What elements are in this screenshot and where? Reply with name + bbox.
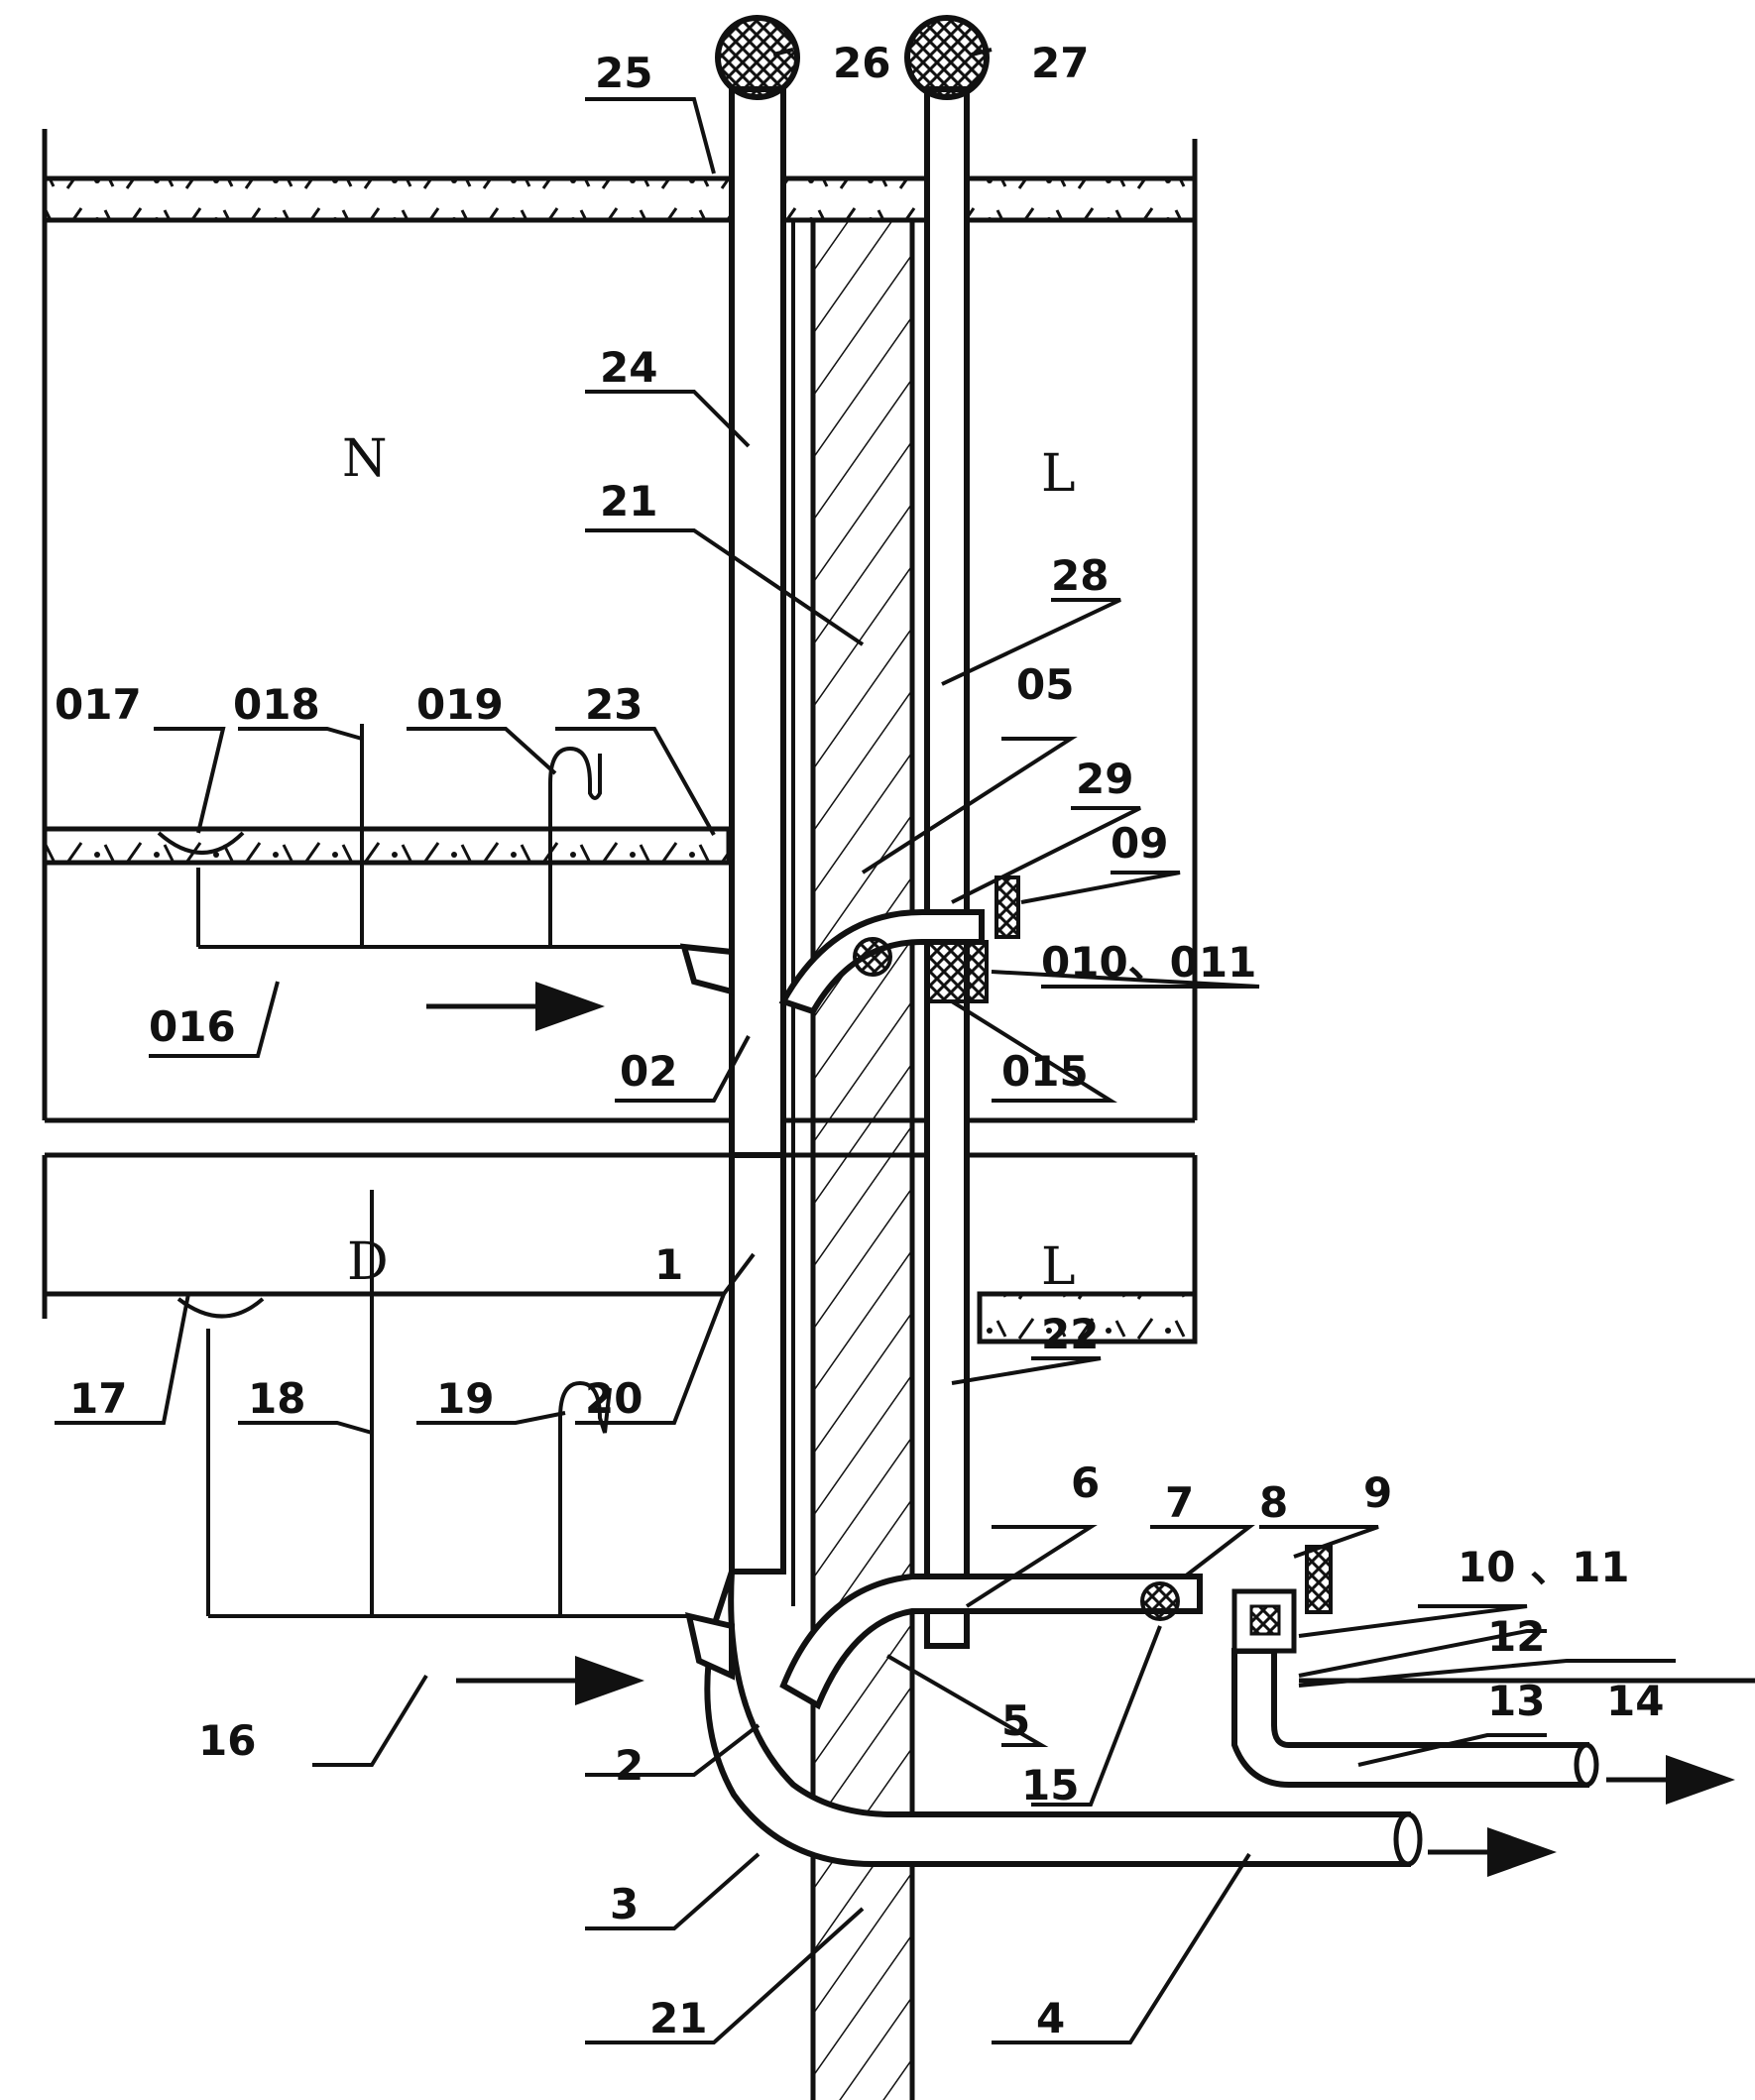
label-16: 16 [198,1716,256,1765]
vent-cap-26 [715,15,800,100]
label-29: 29 [1076,755,1133,803]
lower-fitting-2 [685,1611,735,1681]
label-19: 19 [436,1374,494,1423]
outlet-pipe-4-end [1393,1811,1423,1867]
upper-branch-bend [778,909,985,1015]
label-13: 13 [1487,1677,1545,1725]
roof-slab [42,175,1198,223]
label-018: 018 [233,680,320,729]
label-27: 27 [1031,39,1089,87]
label-17: 17 [69,1374,127,1423]
label-7: 7 [1165,1478,1194,1527]
label-25: 25 [595,49,652,97]
label-9: 9 [1363,1468,1392,1517]
outlet-pipe-13-end [1574,1742,1599,1788]
vent-cap-27 [904,15,990,100]
label-15: 15 [1021,1761,1079,1809]
label-5: 5 [1001,1696,1030,1745]
main-drain-stack [729,86,786,1183]
label-4: 4 [1036,1994,1065,2042]
upper-fitting-02 [679,943,735,995]
fitting-015 [853,937,892,977]
label-1: 1 [654,1240,683,1289]
valve-9 [1305,1545,1333,1614]
valve-010-011 [925,940,989,1003]
lower-fixture-branch [176,1190,689,1618]
label-016: 016 [149,1002,236,1051]
label-23: 23 [585,680,643,729]
lower-bend-3 [704,1571,1411,1867]
fitting-15 [1140,1581,1180,1621]
building-outline [42,129,1198,1319]
label-019: 019 [416,680,504,729]
room-label-upper-right: L [1041,444,1076,504]
ground-surface [45,1291,1755,1684]
partition-wall [810,217,915,2100]
leader-lines [55,48,1676,2044]
label-017: 017 [55,680,142,729]
label-12: 12 [1487,1612,1545,1661]
label-21-upper: 21 [600,477,657,525]
label-8: 8 [1259,1478,1288,1527]
label-24: 24 [600,343,657,392]
label-3: 3 [610,1880,639,1928]
vent-pipe [924,86,970,1649]
room-label-upper-left: N [342,429,388,489]
label-09: 09 [1111,819,1168,868]
upper-floor-slab [42,826,732,866]
label-10-11: 10 、11 [1458,1543,1630,1591]
label-02: 02 [620,1047,677,1096]
label-21-lower: 21 [649,1994,707,2042]
label-22: 22 [1041,1310,1099,1358]
label-14: 14 [1606,1677,1664,1725]
lower-branch-bend [779,1574,1203,1710]
lower-drain-stack [729,1152,786,1575]
label-20: 20 [585,1374,643,1423]
label-010-011: 010、011 [1041,938,1256,987]
label-6: 6 [1071,1458,1100,1507]
label-28: 28 [1051,551,1109,600]
room-label-lower-right: L [1041,1237,1076,1297]
valve-09 [994,875,1020,939]
label-05: 05 [1016,660,1074,709]
room-label-lower-left: D [347,1232,389,1292]
upper-fixture-branch [157,724,684,949]
label-18: 18 [248,1374,305,1423]
label-2: 2 [615,1741,644,1790]
label-015: 015 [1001,1047,1089,1096]
label-26: 26 [833,39,890,87]
